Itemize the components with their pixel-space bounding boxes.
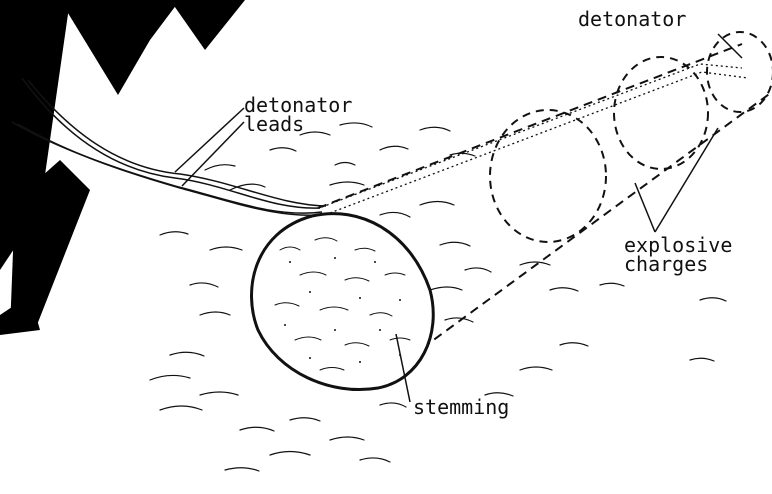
hatch xyxy=(560,343,588,346)
label-line: charges xyxy=(624,255,732,274)
dot xyxy=(309,291,311,293)
borehole-lower-wall xyxy=(398,92,772,366)
hatch xyxy=(600,283,624,286)
label-detonator: detonator xyxy=(578,10,686,29)
hatch xyxy=(330,182,364,185)
dot xyxy=(359,361,361,363)
pointer-charges-2 xyxy=(655,128,718,232)
hatch xyxy=(520,367,552,370)
hatch xyxy=(210,247,242,250)
dot xyxy=(284,324,286,326)
hatch xyxy=(225,468,259,471)
hatch xyxy=(205,165,235,170)
label-detonator-leads: detonator leads xyxy=(244,96,352,134)
pointer-lines xyxy=(175,34,742,402)
hatch xyxy=(550,288,578,291)
hatch xyxy=(200,392,238,395)
hatch xyxy=(420,202,454,206)
hatch xyxy=(330,437,364,440)
hatch xyxy=(380,146,408,150)
hatch xyxy=(700,298,726,301)
pointer-charges-1 xyxy=(635,183,655,232)
hatch xyxy=(170,352,204,356)
hatch xyxy=(380,403,406,407)
hatch xyxy=(430,287,462,290)
hatch xyxy=(465,268,491,272)
pointer-leads-1 xyxy=(175,108,244,172)
hatch xyxy=(440,242,470,246)
hatch xyxy=(270,148,296,151)
hatch xyxy=(420,127,450,131)
dot xyxy=(359,297,361,299)
hatch xyxy=(200,312,230,315)
wire-dotted xyxy=(322,64,742,207)
pointer-leads-2 xyxy=(182,122,244,186)
hatch xyxy=(190,283,218,287)
wire-dotted xyxy=(330,72,748,213)
dot xyxy=(289,261,291,263)
hatch xyxy=(380,212,410,217)
stemming-outline xyxy=(252,214,434,390)
dot xyxy=(374,261,376,263)
hatch xyxy=(290,418,320,421)
hatch xyxy=(335,163,355,166)
label-stemming: stemming xyxy=(413,398,509,417)
lead-wires-in-hole xyxy=(322,64,748,213)
hatch xyxy=(240,427,274,431)
stemming-plug xyxy=(252,214,434,390)
charge-2 xyxy=(614,57,708,169)
hatch xyxy=(270,452,310,456)
dot xyxy=(334,257,336,259)
dot xyxy=(334,329,336,331)
label-explosive-charges: explosive charges xyxy=(624,236,732,274)
watermark-stroke-2 xyxy=(60,0,180,95)
dot xyxy=(379,329,381,331)
hatch xyxy=(690,358,714,361)
watermark xyxy=(0,0,245,335)
dot xyxy=(309,357,311,359)
hatch xyxy=(150,375,190,380)
hatch xyxy=(160,406,202,410)
watermark-stroke-3 xyxy=(170,0,245,50)
borehole-upper-wall xyxy=(318,44,742,208)
hatch xyxy=(160,232,188,235)
label-line: leads xyxy=(244,115,352,134)
charge-1 xyxy=(490,110,606,242)
hatch xyxy=(360,458,390,462)
dot xyxy=(399,299,401,301)
